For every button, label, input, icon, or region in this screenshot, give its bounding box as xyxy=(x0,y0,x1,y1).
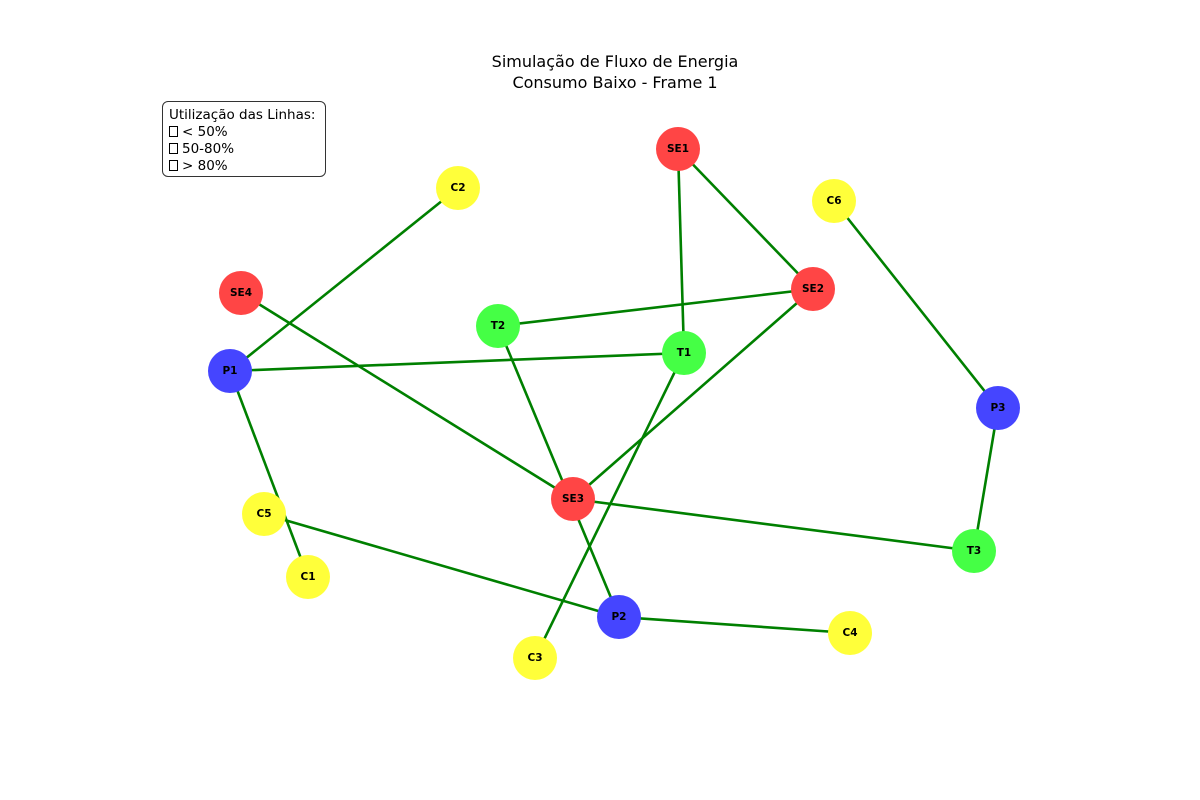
node-c1-circle xyxy=(286,555,330,599)
edge-p2-c4 xyxy=(618,615,851,635)
node-c2-label: C2 xyxy=(450,182,465,194)
node-c2: C2 xyxy=(436,166,480,210)
edge-c2-p1 xyxy=(229,186,459,373)
node-c3: C3 xyxy=(513,636,557,680)
node-t3-label: T3 xyxy=(967,545,981,557)
edge-t1-p1 xyxy=(229,351,685,373)
node-se4: SE4 xyxy=(219,271,263,315)
edge-t3-p3 xyxy=(972,407,1000,552)
edges-layer xyxy=(228,148,1000,659)
node-c5-circle xyxy=(242,492,286,536)
legend-item-medium-label: 50-80% xyxy=(182,141,235,157)
node-t3: T3 xyxy=(952,529,996,573)
node-t2-circle xyxy=(476,304,520,348)
node-p3: P3 xyxy=(976,386,1020,430)
node-p2-label: P2 xyxy=(611,611,626,623)
node-t2-label: T2 xyxy=(491,320,505,332)
node-se4-label: SE4 xyxy=(230,287,252,299)
missing-glyph-icon xyxy=(169,143,178,154)
legend-item-high-label: > 80% xyxy=(182,158,228,174)
node-c4-circle xyxy=(828,611,872,655)
node-c1-label: C1 xyxy=(300,571,315,583)
node-t3-circle xyxy=(952,529,996,573)
node-p1: P1 xyxy=(208,349,252,393)
node-c6: C6 xyxy=(812,179,856,223)
legend-item-medium: 50-80% xyxy=(169,141,325,158)
node-p1-label: P1 xyxy=(222,365,237,377)
edge-p3-c6 xyxy=(832,200,1000,409)
edge-se2-t2 xyxy=(497,287,814,328)
legend-item-low-label: < 50% xyxy=(182,124,228,140)
edge-se3-t3 xyxy=(572,497,975,553)
edge-se1-se2 xyxy=(677,148,814,290)
node-c3-circle xyxy=(513,636,557,680)
node-t1-label: T1 xyxy=(677,347,691,359)
edge-t2-p2 xyxy=(496,325,621,618)
node-c4-label: C4 xyxy=(842,627,857,639)
node-se3-label: SE3 xyxy=(562,493,584,505)
node-se2: SE2 xyxy=(791,267,835,311)
node-se3: SE3 xyxy=(551,477,595,521)
edge-c5-p2 xyxy=(263,512,620,619)
figure-title: Simulação de Fluxo de Energia xyxy=(491,52,739,71)
node-c5-label: C5 xyxy=(256,508,271,520)
node-se1-label: SE1 xyxy=(667,143,689,155)
node-p3-circle xyxy=(976,386,1020,430)
edge-se1-t1 xyxy=(676,148,686,354)
node-c5: C5 xyxy=(242,492,286,536)
legend-box: Utilização das Linhas: < 50% 50-80% > 80… xyxy=(162,101,326,177)
node-se3-circle xyxy=(551,477,595,521)
missing-glyph-icon xyxy=(169,126,178,137)
node-c6-circle xyxy=(812,179,856,223)
missing-glyph-icon xyxy=(169,160,178,171)
node-p3-label: P3 xyxy=(990,402,1005,414)
node-c2-circle xyxy=(436,166,480,210)
node-c3-label: C3 xyxy=(527,652,542,664)
legend-item-low: < 50% xyxy=(169,124,325,141)
edge-se4-se3 xyxy=(240,291,574,501)
node-se1: SE1 xyxy=(656,127,700,171)
node-p1-circle xyxy=(208,349,252,393)
node-se4-circle xyxy=(219,271,263,315)
legend-heading: Utilização das Linhas: xyxy=(169,107,316,123)
node-se1-circle xyxy=(656,127,700,171)
node-se2-circle xyxy=(791,267,835,311)
node-p2-circle xyxy=(597,595,641,639)
edge-p1-c1 xyxy=(228,370,310,578)
node-c4: C4 xyxy=(828,611,872,655)
edge-se2-se3 xyxy=(572,288,814,500)
legend-item-high: > 80% xyxy=(169,158,325,175)
node-c6-label: C6 xyxy=(826,195,841,207)
node-se2-label: SE2 xyxy=(802,283,824,295)
figure-subtitle: Consumo Baixo - Frame 1 xyxy=(512,73,718,92)
node-p2: P2 xyxy=(597,595,641,639)
node-t1-circle xyxy=(662,331,706,375)
edge-t1-c3 xyxy=(533,352,686,659)
node-c1: C1 xyxy=(286,555,330,599)
node-t2: T2 xyxy=(476,304,520,348)
node-t1: T1 xyxy=(662,331,706,375)
